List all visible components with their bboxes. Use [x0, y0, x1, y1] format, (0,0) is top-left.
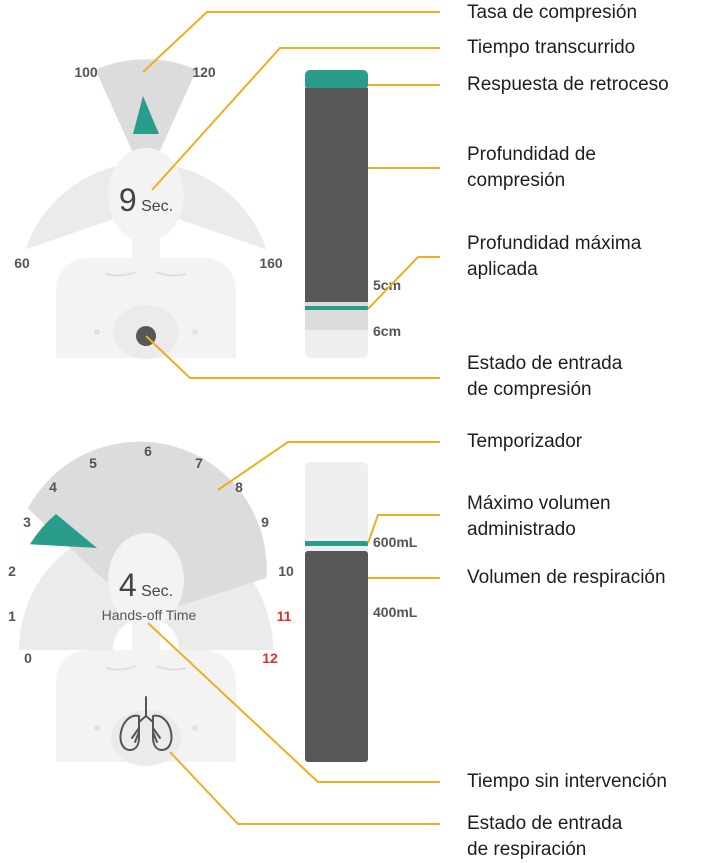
hands-off-value: 4 — [119, 567, 137, 603]
leader-hands-off — [147, 622, 440, 783]
lungs-icon — [119, 696, 173, 751]
callout-max-depth-applied: Profundidad máxima aplicada — [467, 233, 642, 280]
timer-tick-1: 1 — [8, 608, 16, 624]
max-depth-marker — [305, 306, 368, 310]
timer-ticks: 0 1 2 3 4 5 6 7 8 9 10 11 12 — [8, 443, 294, 666]
volume-marker-400ml: 400mL — [373, 604, 418, 620]
collarbone-right — [155, 271, 187, 277]
collarbone-right-2 — [155, 665, 187, 671]
timer-tick-3: 3 — [23, 514, 31, 530]
callout-hands-off-time: Tiempo sin intervención — [467, 771, 667, 792]
timer-tick-0: 0 — [24, 650, 32, 666]
leader-breath-input — [169, 751, 440, 825]
timer-progress-segment — [29, 514, 97, 548]
callout-max-volume-delivered: Máximo volumen administrado — [467, 493, 611, 540]
leader-lines — [142, 11, 440, 825]
rate-tick-60: 60 — [14, 255, 30, 271]
hands-off-unit: Sec. — [141, 583, 173, 600]
depth-bar-fill — [305, 88, 368, 302]
callout-recoil-response: Respuesta de retroceso — [467, 74, 669, 95]
timer-tick-5: 5 — [89, 455, 97, 471]
timer-tick-2: 2 — [8, 563, 16, 579]
elapsed-time-readout: 9 Sec. — [119, 182, 173, 218]
callout-compression-rate: Tasa de compresión — [467, 2, 638, 23]
timer-tick-11: 11 — [277, 608, 292, 624]
callout-timer: Temporizador — [467, 431, 583, 452]
timer-tick-4: 4 — [49, 479, 57, 495]
hands-off-caption: Hands-off Time — [102, 607, 197, 623]
callout-compression-input-state: Estado de entrada de compresión — [467, 353, 623, 400]
elapsed-time-value: 9 — [119, 182, 137, 218]
rate-gauge-arc — [25, 162, 267, 250]
elapsed-time-unit: Sec. — [141, 198, 173, 215]
timer-tick-7: 7 — [195, 455, 203, 471]
timer-tick-9: 9 — [261, 514, 269, 530]
nipple-right-2 — [192, 725, 198, 731]
compression-panel: 60 100 120 160 9 Sec. 5cm 6cm — [14, 59, 401, 359]
collarbone-left — [105, 271, 137, 277]
timer-tick-8: 8 — [235, 479, 243, 495]
volume-bar-fill — [305, 551, 368, 762]
rate-tick-120: 120 — [192, 64, 216, 80]
callout-breath-input-state: Estado de entrada de respiración — [467, 813, 623, 860]
timer-elapsed-zone — [27, 441, 267, 607]
timer-tick-10: 10 — [278, 563, 294, 579]
depth-marker-6cm: 6cm — [373, 323, 401, 339]
nipple-left-2 — [94, 725, 100, 731]
leader-compression-input — [145, 335, 440, 379]
rate-needle — [133, 96, 159, 134]
timer-tick-12: 12 — [262, 650, 278, 666]
callout-breath-volume: Volumen de respiración — [467, 567, 666, 588]
leader-elapsed-time — [151, 47, 440, 191]
nipple-left — [94, 329, 100, 335]
recoil-indicator — [305, 70, 368, 90]
callout-elapsed-time: Tiempo transcurrido — [467, 37, 636, 58]
max-volume-marker — [305, 541, 368, 546]
callout-compression-depth: Profundidad de compresión — [467, 144, 596, 191]
collarbone-left-2 — [105, 665, 137, 671]
leader-timer — [217, 441, 440, 491]
leader-max-volume — [367, 514, 440, 544]
ventilation-panel: 0 1 2 3 4 5 6 7 8 9 10 11 12 4 Sec. Hand… — [8, 441, 418, 766]
rate-tick-100: 100 — [74, 64, 98, 80]
nipple-right — [192, 329, 198, 335]
volume-marker-600ml: 600mL — [373, 534, 418, 550]
hands-off-readout: 4 Sec. — [119, 567, 173, 603]
patient-silhouette — [56, 148, 236, 359]
timer-tick-6: 6 — [144, 443, 152, 459]
rate-tick-160: 160 — [259, 255, 283, 271]
leader-compression-rate — [142, 11, 440, 73]
leader-max-depth — [367, 256, 440, 310]
